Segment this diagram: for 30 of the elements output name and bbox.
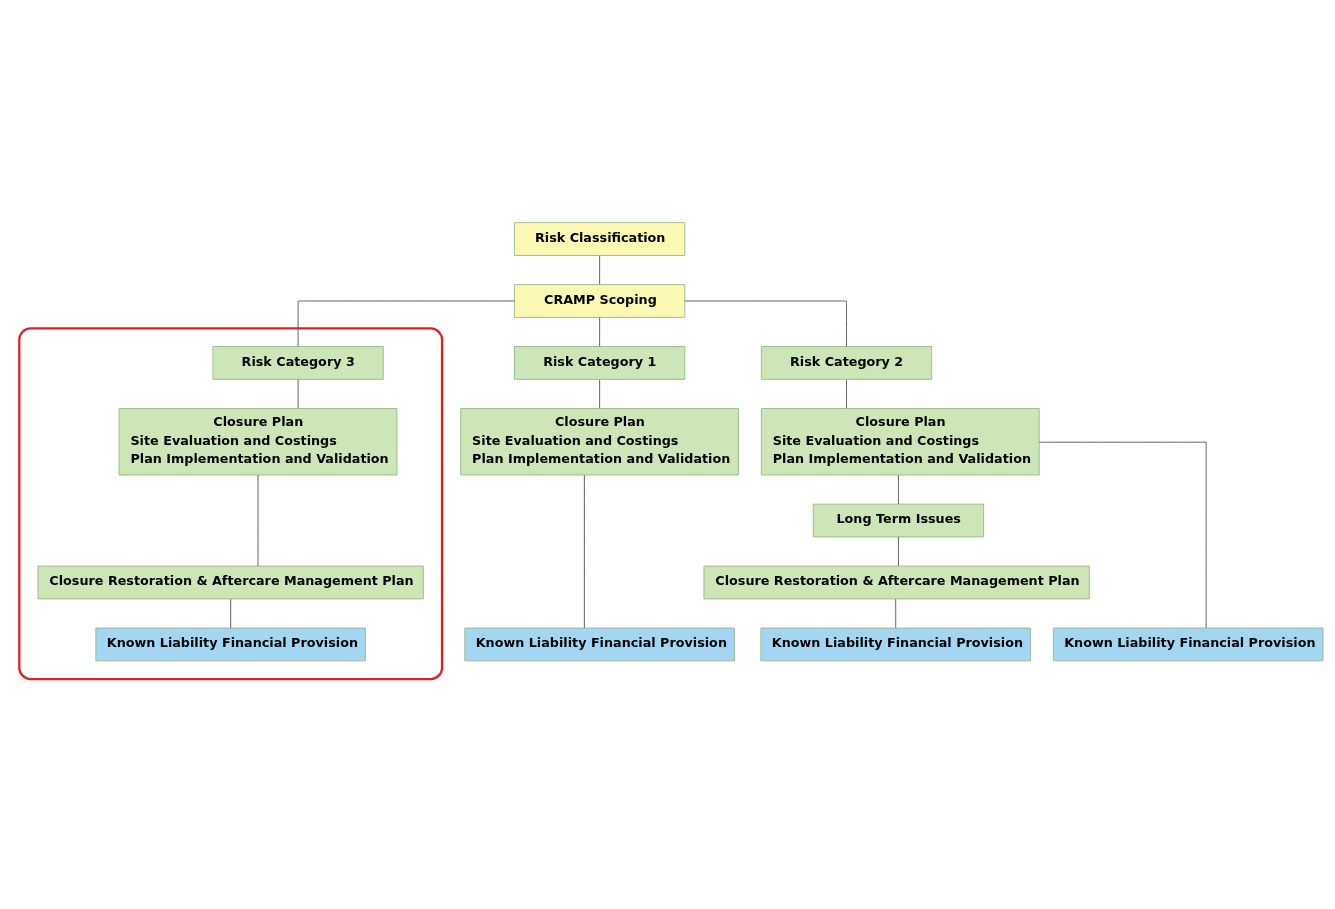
connector	[684, 300, 847, 347]
node-box: Closure Restoration & Aftercare Management Plan	[703, 565, 1090, 600]
node-box: Closure Restoration & Aftercare Management Plan	[37, 565, 424, 600]
connector	[599, 379, 601, 409]
node-box: Closure Plan Site Evaluation and Costings Plan Implementation and Validation	[460, 408, 739, 476]
node-box: Known Liability Financial Provision	[95, 627, 366, 662]
connector	[583, 474, 585, 629]
node-box: Known Liability Financial Provision	[464, 627, 735, 662]
connector	[599, 317, 601, 347]
connector	[1038, 441, 1207, 629]
connector	[297, 300, 515, 347]
connector	[297, 379, 299, 409]
node-box: Risk Category 1	[514, 346, 686, 380]
node-box: Risk Category 3	[212, 346, 384, 380]
connector	[257, 474, 259, 567]
connector	[898, 474, 899, 505]
node-box: Risk Classification	[514, 222, 686, 256]
connector	[599, 255, 601, 285]
node-box: Known Liability Financial Provision	[1052, 627, 1324, 662]
node-box: Long Term Issues	[812, 503, 985, 538]
connector	[230, 598, 232, 629]
node-box: Closure Plan Site Evaluation and Costings Plan Implementation and Validation	[118, 408, 398, 476]
connector	[898, 536, 899, 567]
node-box: Known Liability Financial Provision	[760, 627, 1031, 662]
node-box: CRAMP Scoping	[514, 284, 686, 318]
node-box: Closure Plan Site Evaluation and Costings Plan Implementation and Validation	[760, 408, 1040, 476]
connector	[846, 379, 847, 409]
cluster	[18, 327, 444, 681]
node-box: Risk Category 2	[760, 346, 933, 380]
connector	[895, 598, 897, 629]
